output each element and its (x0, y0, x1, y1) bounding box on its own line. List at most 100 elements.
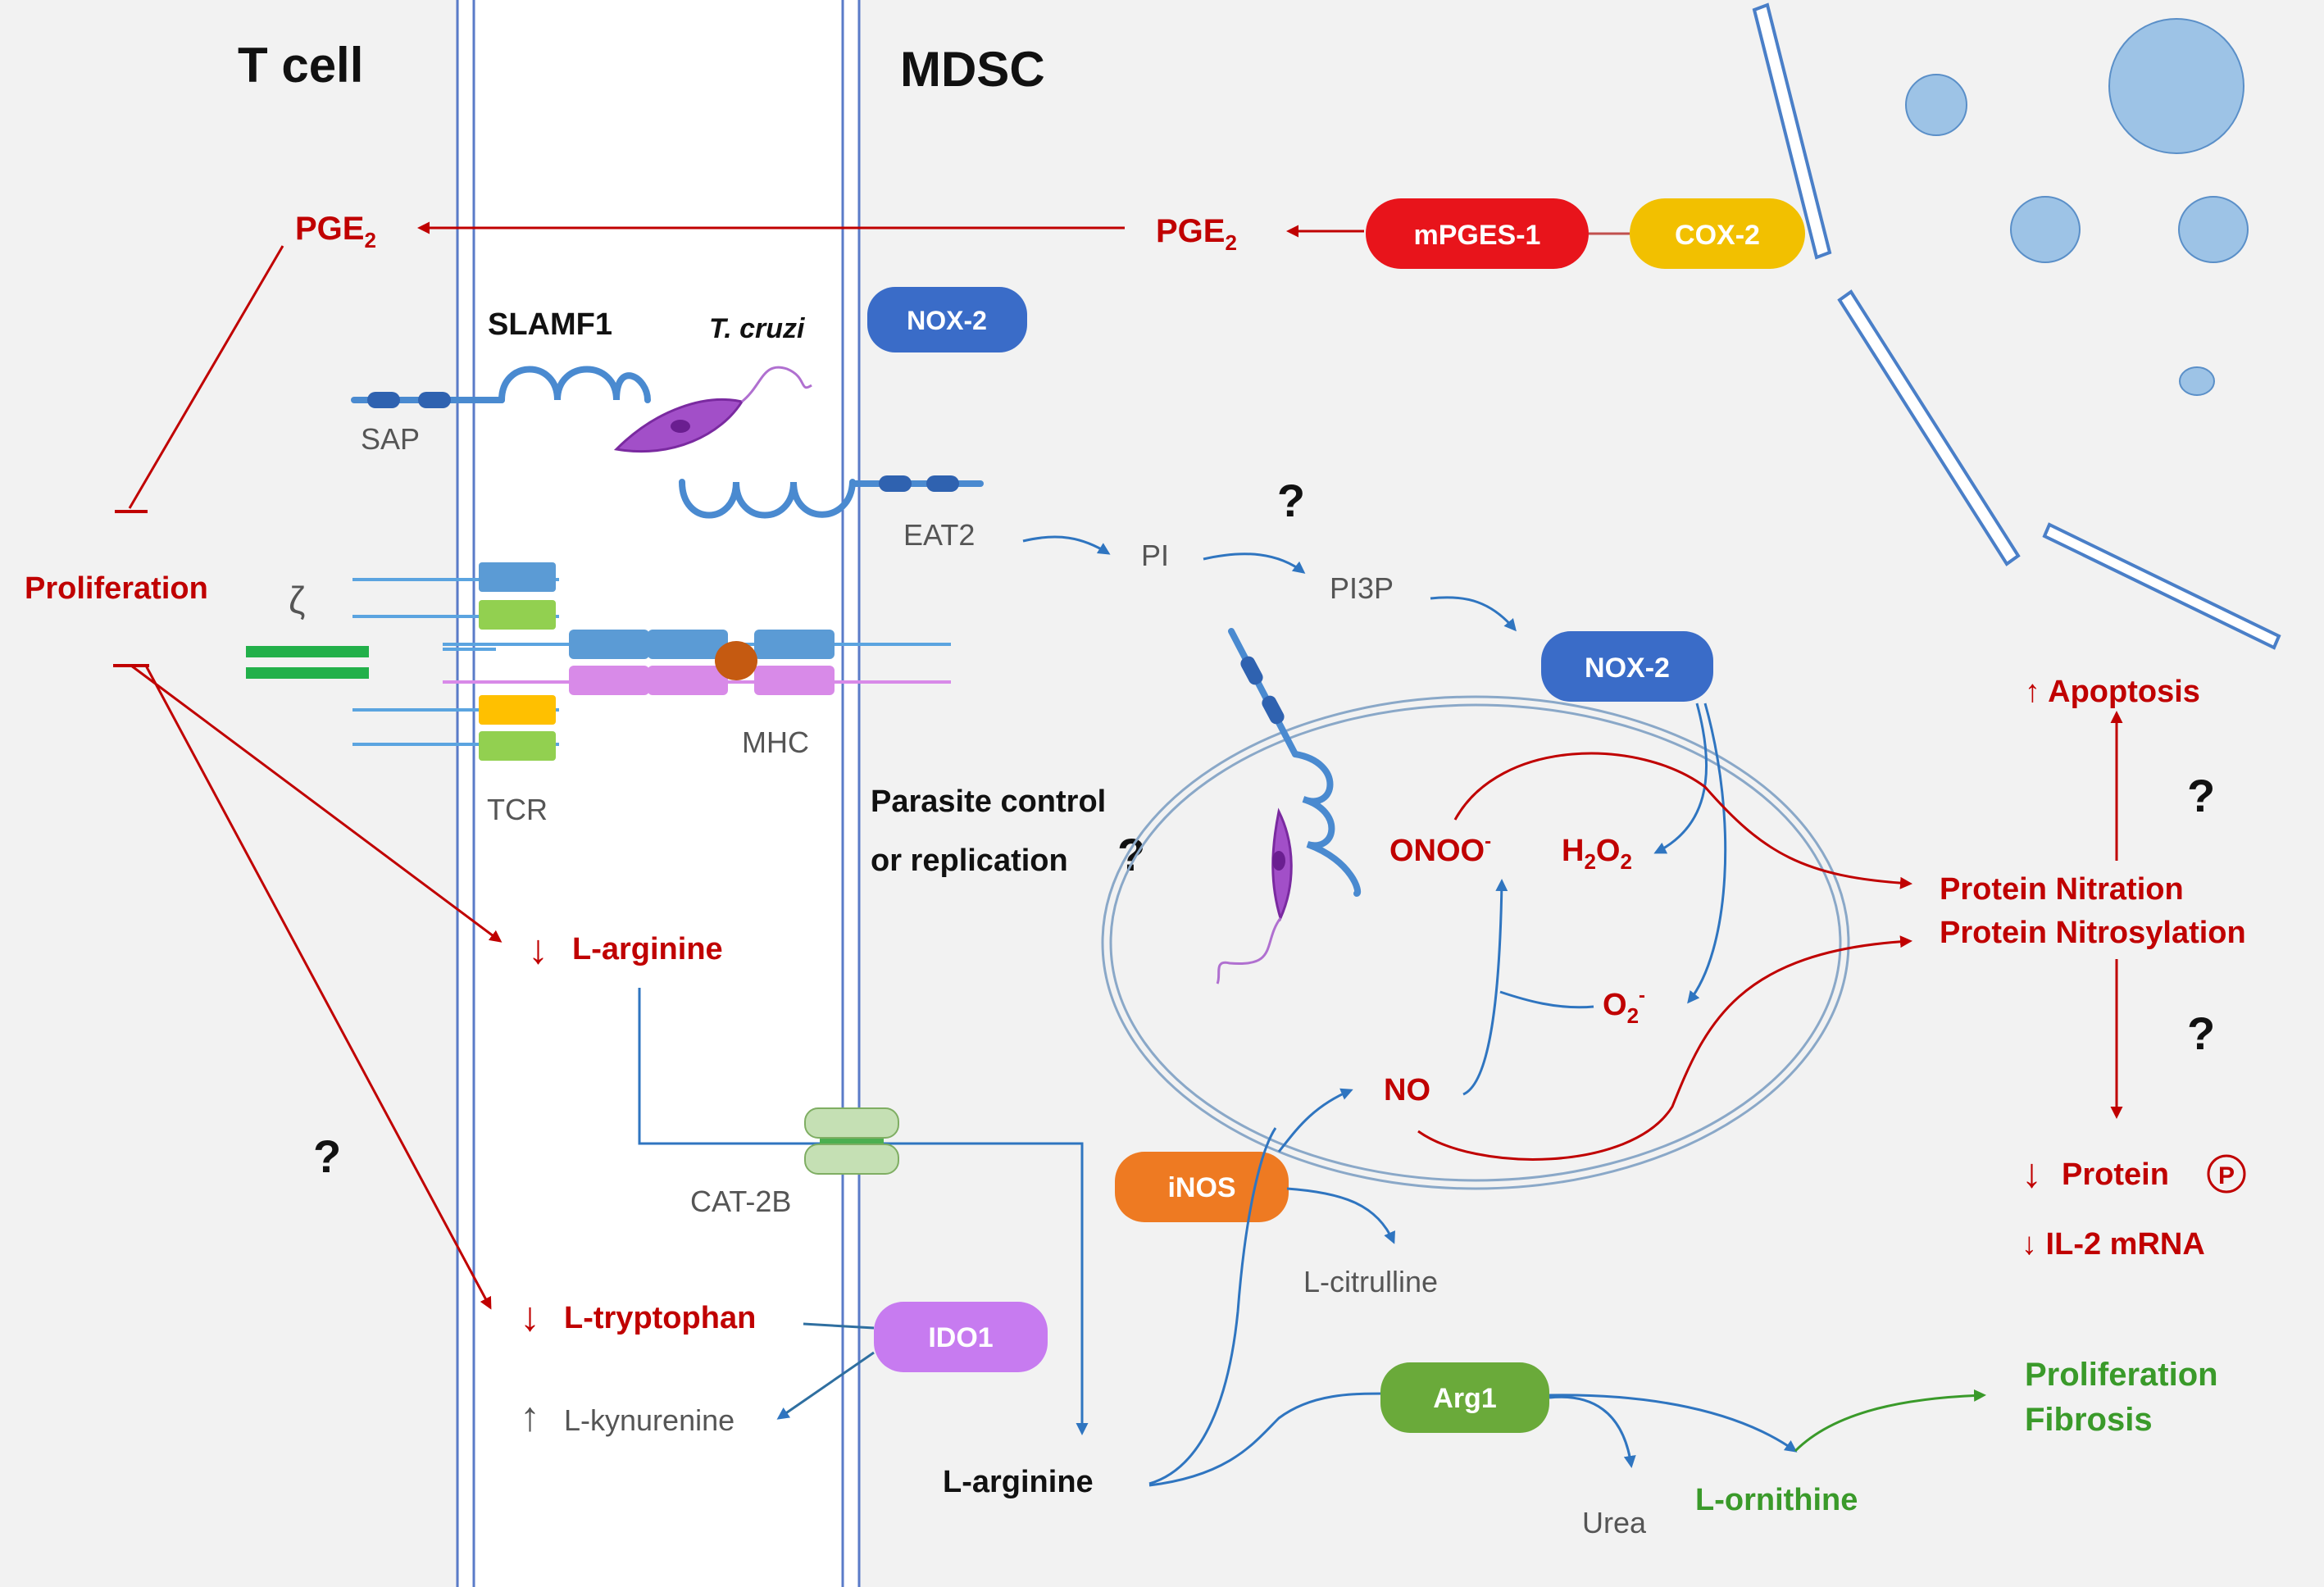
mhc-label: MHC (742, 725, 809, 759)
arrow-pi-to-pi3p (1203, 552, 1306, 574)
il2-mrna-label: ↓ IL-2 mRNA (2022, 1227, 2205, 1262)
arrow-proliferation-to-ltryptophan (144, 665, 492, 1310)
zeta-label: ζ (289, 579, 305, 621)
mdsc-title: MDSC (900, 42, 1045, 97)
tcr-label: TCR (487, 793, 548, 826)
pge2-tcell: PGE2 (295, 211, 376, 252)
cox2-box (1630, 198, 1805, 269)
protein-nitration-label: Protein Nitration (1940, 872, 2184, 907)
nox2-top-label: NOX-2 (907, 306, 987, 335)
phagosome-receptor (1228, 628, 1362, 897)
question-mark-pi: ? (1277, 475, 1305, 526)
arrow-ido1-to-lkynurenine (776, 1351, 875, 1420)
pge2-mdsc: PGE2 (1156, 213, 1237, 255)
slamf1-label: SLAMF1 (488, 307, 612, 342)
larginine-to-arg1 (1148, 1392, 1386, 1487)
pi3p-label: PI3P (1330, 571, 1394, 605)
eat2-label: EAT2 (903, 518, 975, 552)
sap-domain-2 (418, 392, 451, 408)
t-cruzi-label: T. cruzi (709, 313, 806, 344)
lkynurenine-up-arrow: ↑ (520, 1394, 540, 1439)
arrow-no-to-nitrosylation (1417, 935, 1912, 1161)
sap-label: SAP (361, 422, 420, 456)
receptor-domain-1 (1240, 656, 1263, 685)
l-tryptophan-label: L-tryptophan (564, 1301, 756, 1335)
arrow-arg1-to-lornithine (1549, 1394, 1798, 1453)
nox2-top-box (867, 287, 1027, 352)
arrow-pi3p-to-nox2 (1430, 596, 1517, 632)
l-arginine-mdsc: L-arginine (943, 1465, 1094, 1499)
cat2b-label: CAT-2B (690, 1185, 791, 1218)
pi-label: PI (1141, 539, 1169, 572)
l-ornithine-label: L-ornithine (1695, 1483, 1858, 1517)
cox2-label: COX-2 (1675, 220, 1760, 251)
protein-p-arrow: ↓ (2022, 1150, 2042, 1196)
l-kynurenine-label: L-kynurenine (564, 1403, 734, 1437)
inos-label: iNOS (1167, 1172, 1235, 1203)
nox2-mid-label: NOX-2 (1585, 653, 1670, 684)
t-cell-membrane (456, 0, 475, 1587)
mdsc-region (859, 0, 2324, 1587)
mpges1-box (1366, 198, 1589, 269)
t-cell-title: T cell (238, 38, 363, 93)
nox2-mid-box (1541, 631, 1713, 702)
arrow-onoo-to-nitration (1453, 752, 1912, 889)
arrow-proliferation-to-larginine (130, 664, 503, 943)
question-mark-tryptophan: ? (313, 1130, 341, 1182)
arg1-label: Arg1 (1433, 1383, 1496, 1414)
ido1-label: IDO1 (928, 1322, 993, 1353)
arrow-eat2-to-pi (1022, 535, 1111, 555)
protein-p-label: Protein (2062, 1157, 2169, 1192)
arrow-inos-to-lcitrulline (1286, 1187, 1395, 1244)
t-cruzi-parasite-icon (1216, 807, 1293, 984)
no-label: NO (1384, 1073, 1430, 1107)
question-mark-parasite: ? (1117, 829, 1145, 880)
o2-label: O2- (1603, 984, 1645, 1028)
arrow-larginine-to-inos (1148, 1127, 1277, 1485)
t-cruzi-parasite-icon (613, 366, 812, 453)
l-arginine-tcell: L-arginine (572, 932, 723, 966)
phospho-circle-icon (2207, 1154, 2246, 1194)
ido1-box (874, 1302, 1048, 1372)
mdsc-membrane (841, 0, 861, 1587)
question-mark-apoptosis: ? (2187, 770, 2215, 821)
inos-box (1115, 1152, 1289, 1222)
h2o2-label: H2O2 (1562, 834, 1632, 874)
apoptosis-label: ↑ Apoptosis (2025, 675, 2200, 709)
arrow-no-to-onoo (1462, 879, 1508, 1096)
arrow-inos-to-no (1277, 1088, 1353, 1153)
proliferation-green-label: Proliferation (2025, 1357, 2218, 1393)
ltryptophan-down-arrow: ↓ (520, 1294, 540, 1339)
larginine-down-arrow: ↓ (528, 926, 548, 972)
eat2-domain-2 (926, 475, 959, 492)
arrow-nox2-to-h2o2 (1653, 703, 1708, 854)
question-mark-protein: ? (2187, 1007, 2215, 1059)
o2-to-onoo-join (1499, 990, 1594, 1009)
cat-2b-transporter-icon (804, 1107, 899, 1175)
fibrosis-label: Fibrosis (2025, 1402, 2153, 1438)
arrow-nox2-to-o2 (1687, 703, 1727, 1004)
eat2-domain-1 (879, 475, 912, 492)
arg1-box (1380, 1362, 1549, 1433)
onoo-label: ONOO- (1389, 830, 1491, 868)
t-cell-region (0, 0, 459, 1587)
urea-label: Urea (1582, 1506, 1647, 1539)
l-citrulline-label: L-citrulline (1303, 1265, 1438, 1298)
sap-domain-1 (367, 392, 400, 408)
phagosome (1101, 695, 1850, 1190)
membrane-rod-icon (1752, 2, 2281, 650)
phospho-p: P (2218, 1162, 2235, 1189)
proliferation-label: Proliferation (25, 571, 208, 606)
protein-nitrosylation-label: Protein Nitrosylation (1940, 916, 2246, 950)
mpges1-label: mPGES-1 (1414, 220, 1541, 251)
parasite-control-line1: Parasite control (871, 784, 1106, 819)
arrow-lornithine-to-proliferation (1794, 1389, 1986, 1453)
receptor-domain-2 (1262, 695, 1285, 725)
tryptophan-to-ido1 (803, 1322, 875, 1330)
vesicle-icon (1905, 18, 2249, 396)
pge2-inhibition-line (128, 245, 284, 509)
arrow-arg1-to-urea (1549, 1395, 1636, 1468)
parasite-control-line2: or replication (871, 844, 1068, 878)
